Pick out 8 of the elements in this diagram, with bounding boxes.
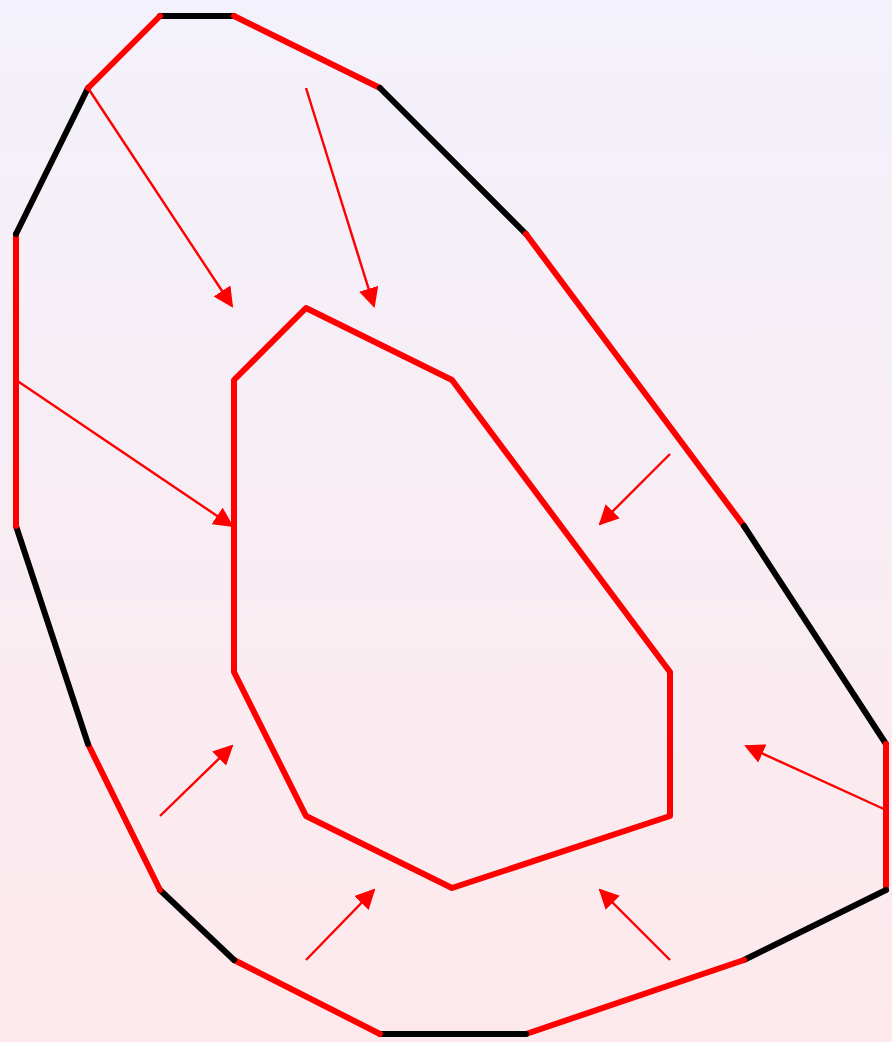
arrow <box>304 87 379 308</box>
arrow <box>15 379 234 528</box>
arrow <box>305 888 376 961</box>
arrow <box>598 888 671 961</box>
arrow <box>87 87 234 308</box>
arrow <box>744 744 887 812</box>
arrow <box>159 744 234 817</box>
arrow <box>598 453 671 526</box>
